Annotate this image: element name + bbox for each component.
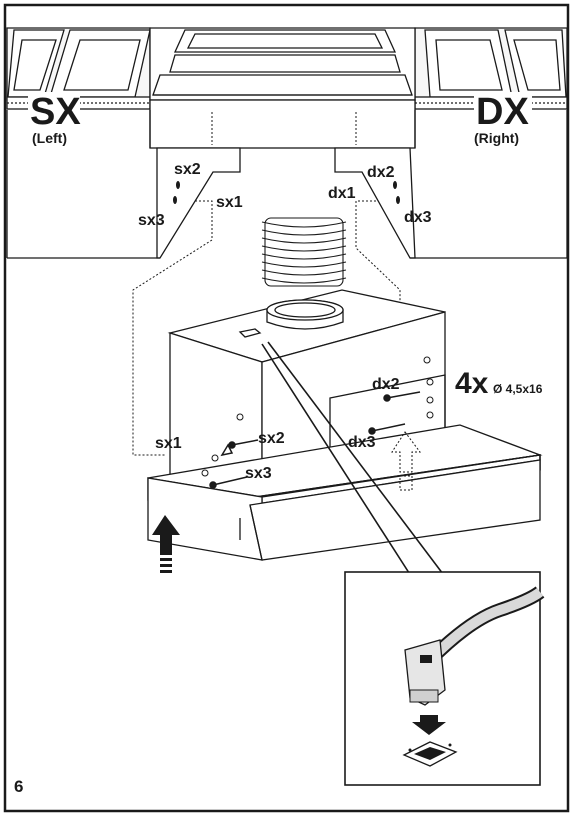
screw-position-labels: sx2 sx1 sx3 dx2 dx1 dx3 sx1 sx2 sx3 dx2 …: [138, 161, 432, 482]
right-mounting-bracket: [334, 147, 567, 259]
page-number: 6: [14, 777, 23, 796]
fixing-screws: [209, 391, 421, 489]
alignment-guides: [132, 112, 401, 456]
bracket-screw-holes: [173, 181, 400, 204]
label-dx3-hood: dx3: [348, 434, 376, 451]
label-sx2: sx2: [174, 161, 201, 178]
left-mounting-bracket: [7, 147, 241, 259]
hood-fixing-holes: [201, 356, 434, 477]
detail-callout-lines: [261, 341, 447, 591]
right-side-name: (Right): [474, 130, 519, 146]
label-dx2: dx2: [367, 164, 395, 181]
fixing-quantity: 4x Ø 4,5x16: [455, 367, 543, 400]
fixing-spec: Ø 4,5x16: [493, 382, 543, 396]
label-sx2-hood: sx2: [258, 430, 285, 447]
label-dx1: dx1: [328, 185, 356, 202]
label-sx3-hood: sx3: [245, 465, 272, 482]
fixing-count: 4x: [455, 367, 489, 400]
label-dx2-hood: dx2: [372, 376, 400, 393]
label-sx1: sx1: [216, 194, 243, 211]
right-side-code: DX: [476, 91, 529, 133]
hood-body: [147, 289, 543, 561]
label-sx1-hood: sx1: [155, 435, 182, 452]
page-frame: [3, 3, 570, 813]
label-sx3: sx3: [138, 212, 165, 229]
lift-arrow-right-icon: [391, 431, 421, 491]
flexible-duct: [261, 217, 347, 287]
lift-arrow-left-icon: [152, 515, 180, 573]
connector-detail-inset: [344, 571, 545, 786]
left-side-name: (Left): [32, 130, 67, 146]
left-side-code: SX: [30, 91, 81, 133]
side-labels: SX (Left) DX (Right): [28, 91, 532, 146]
label-dx3: dx3: [404, 209, 432, 226]
